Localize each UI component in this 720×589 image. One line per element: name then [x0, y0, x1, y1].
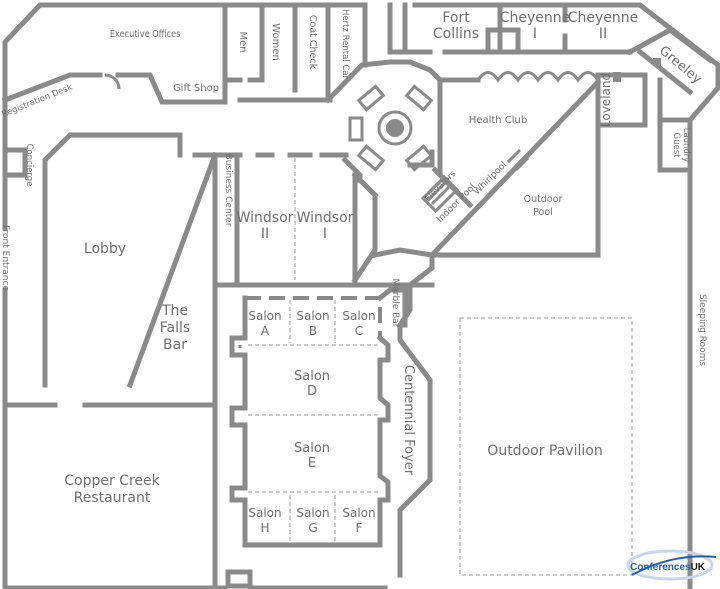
salon-h-label-2: H	[260, 521, 269, 535]
falls-bar-label-1: The	[161, 303, 188, 319]
outdoor-pavilion-outline	[459, 317, 633, 576]
outdoor-pool-label-2: Pool	[533, 207, 553, 218]
cheyenne-2-label-2: II	[599, 26, 607, 42]
salon-a-label-2: A	[261, 324, 270, 338]
salon-e-label-2: E	[308, 456, 316, 471]
salon-g-label-2: G	[308, 521, 317, 535]
gift-shop-label: Gift Shop	[173, 83, 219, 94]
cheyenne-1-label-1: Cheyenne	[500, 10, 571, 26]
salon-h-label-1: Salon	[248, 506, 281, 520]
women-label: Women	[270, 23, 281, 61]
fort-collins-label-1: Fort	[442, 10, 470, 26]
copper-creek-label-2: Restaurant	[74, 490, 151, 506]
lobby-walls	[2, 132, 435, 589]
falls-bar-label-3: Bar	[163, 337, 187, 353]
health-club-label: Health Club	[469, 115, 527, 126]
salon-c-label-1: Salon	[342, 309, 375, 323]
top-room-walls	[1, 2, 714, 105]
sleeping-rooms-label: Sleeping Rooms	[697, 294, 707, 366]
salon-e-label-1: Salon	[294, 441, 330, 456]
windsor-2-label-2: II	[261, 226, 269, 242]
marble-bar-label: Marble Bar	[390, 279, 400, 328]
guest-laundry-label-2: Laundry	[681, 128, 691, 163]
health-club-walls	[420, 58, 693, 259]
coat-check-label: Coat Check	[307, 15, 318, 70]
salon-c-label-2: C	[355, 324, 363, 338]
outdoor-pool-label-1: Outdoor	[524, 194, 563, 205]
windsor-2-label-1: Windsor	[237, 210, 294, 226]
salon-a-label-1: Salon	[248, 309, 281, 323]
salon-g-label-1: Salon	[296, 506, 329, 520]
men-label: Men	[237, 31, 248, 52]
salon-f-label-1: Salon	[342, 506, 375, 520]
outdoor-pavilion-label: Outdoor Pavilion	[487, 443, 602, 459]
conferences-uk-watermark: ConferencesUK	[626, 549, 717, 581]
salon-f-label-2: F	[356, 521, 363, 535]
cheyenne-2-label-1: Cheyenne	[568, 10, 639, 26]
loveland-label: Loveland	[599, 73, 613, 127]
executive-offices-label: Executive Offices	[110, 29, 181, 40]
foyer-walls	[225, 247, 435, 589]
concierge-label: Concierge	[24, 144, 34, 187]
watermark-text: ConferencesUK	[630, 562, 706, 573]
falls-bar-label-2: Falls	[160, 320, 190, 336]
lobby-label: Lobby	[84, 241, 126, 257]
windsor-1-label-1: Windsor	[297, 210, 354, 226]
business-center-label: Business Center	[223, 154, 233, 227]
salon-d-label-2: D	[307, 384, 317, 399]
front-entrance-label: Front Entrance	[0, 225, 10, 291]
guest-laundry-label-1: Guest	[671, 133, 681, 159]
cheyenne-1-label-2: I	[533, 26, 537, 42]
windsor-1-label-2: I	[323, 226, 327, 242]
centennial-foyer-label: Centennial Foyer	[401, 365, 416, 476]
salon-b-label-1: Salon	[296, 309, 329, 323]
hertz-rental-car-label: Hertz Rental Car	[340, 9, 350, 80]
rotunda	[324, 59, 444, 183]
salon-d-label-1: Salon	[294, 369, 330, 384]
copper-creek-label-1: Copper Creek	[64, 473, 160, 489]
fort-collins-label-2: Collins	[433, 26, 479, 42]
salon-b-label-2: B	[309, 324, 317, 338]
